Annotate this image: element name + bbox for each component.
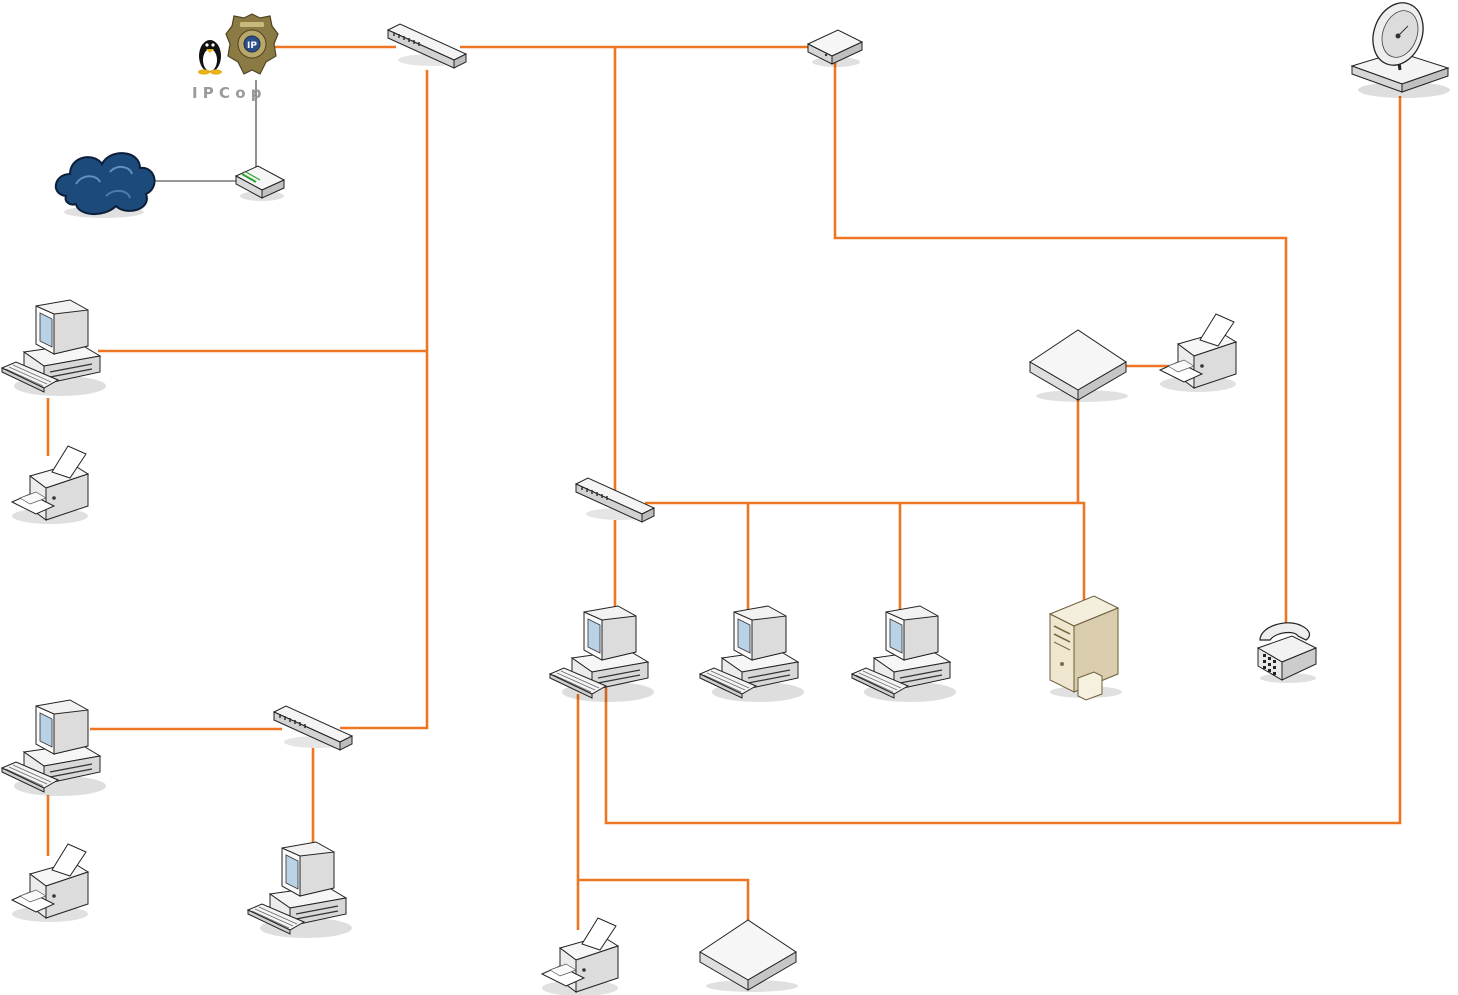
router-icon xyxy=(806,29,864,67)
tux-penguin-icon xyxy=(198,40,222,75)
firewall-logo-text: I P C o p xyxy=(192,84,262,102)
printer-icon xyxy=(11,843,89,923)
switch-main-icon xyxy=(387,23,467,69)
workstation-icon xyxy=(699,605,805,703)
telephone-icon xyxy=(1256,622,1318,683)
firewall-logo: IP I P C o p xyxy=(192,13,279,102)
link-pc1-hub-bottom xyxy=(578,878,750,922)
link-switch-main-trunk xyxy=(340,70,429,730)
cloud-icon xyxy=(55,152,156,218)
police-badge-icon: IP xyxy=(225,13,279,75)
link-router-telephone xyxy=(833,62,1288,630)
network-links xyxy=(46,45,1402,930)
printer-icon xyxy=(1159,313,1237,393)
hub-box-icon xyxy=(699,919,799,993)
printer-icon xyxy=(541,917,619,995)
workstation-icon xyxy=(851,605,957,703)
workstation-icon xyxy=(247,841,353,939)
link-pc1-satellite xyxy=(604,96,1402,825)
modem-icon xyxy=(234,165,286,201)
link-center-bus xyxy=(645,501,1086,600)
svg-text:IP: IP xyxy=(247,41,257,51)
server-tower-icon xyxy=(1048,595,1122,701)
printer-icon xyxy=(11,445,89,525)
satellite-dish-icon xyxy=(1350,2,1450,98)
workstation-icon xyxy=(1,699,107,797)
hub-box-icon xyxy=(1029,329,1129,403)
workstation-icon xyxy=(549,605,655,703)
workstation-icon xyxy=(1,299,107,397)
